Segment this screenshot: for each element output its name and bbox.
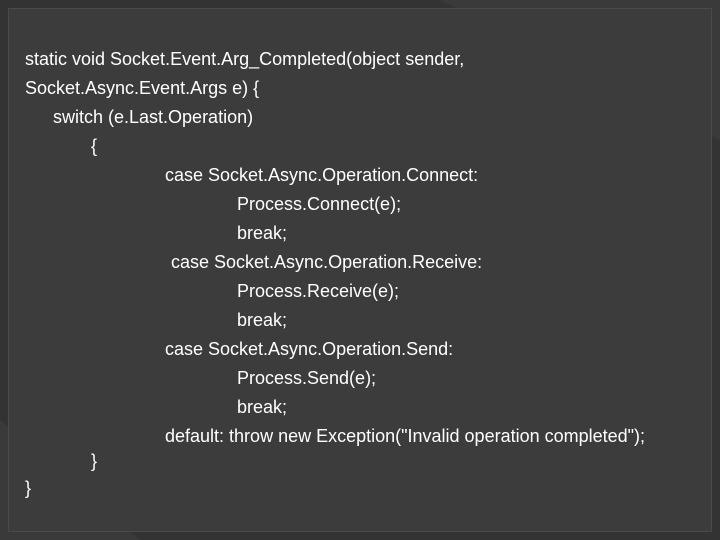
code-line-12: Process.Send(e); [237,368,377,388]
code-line-2: Socket.Async.Event.Args e) { [25,78,260,98]
code-line-4: { [91,136,98,156]
code-line-5: case Socket.Async.Operation.Connect: [165,165,479,185]
code-line-7: break; [237,223,288,243]
code-line-3: switch (e.Last.Operation) [53,107,254,127]
code-line-15: } [91,451,98,471]
code-line-8: case Socket.Async.Operation.Receive: [171,252,483,272]
code-line-14: default: throw new Exception("Invalid op… [165,426,646,446]
code-line-9: Process.Receive(e); [237,281,400,301]
code-line-13: break; [237,397,288,417]
code-content-panel [8,8,712,532]
code-line-11: case Socket.Async.Operation.Send: [165,339,454,359]
code-line-1: static void Socket.Event.Arg_Completed(o… [25,49,465,69]
code-line-10: break; [237,310,288,330]
code-line-6: Process.Connect(e); [237,194,402,214]
code-line-16: } [25,478,32,498]
